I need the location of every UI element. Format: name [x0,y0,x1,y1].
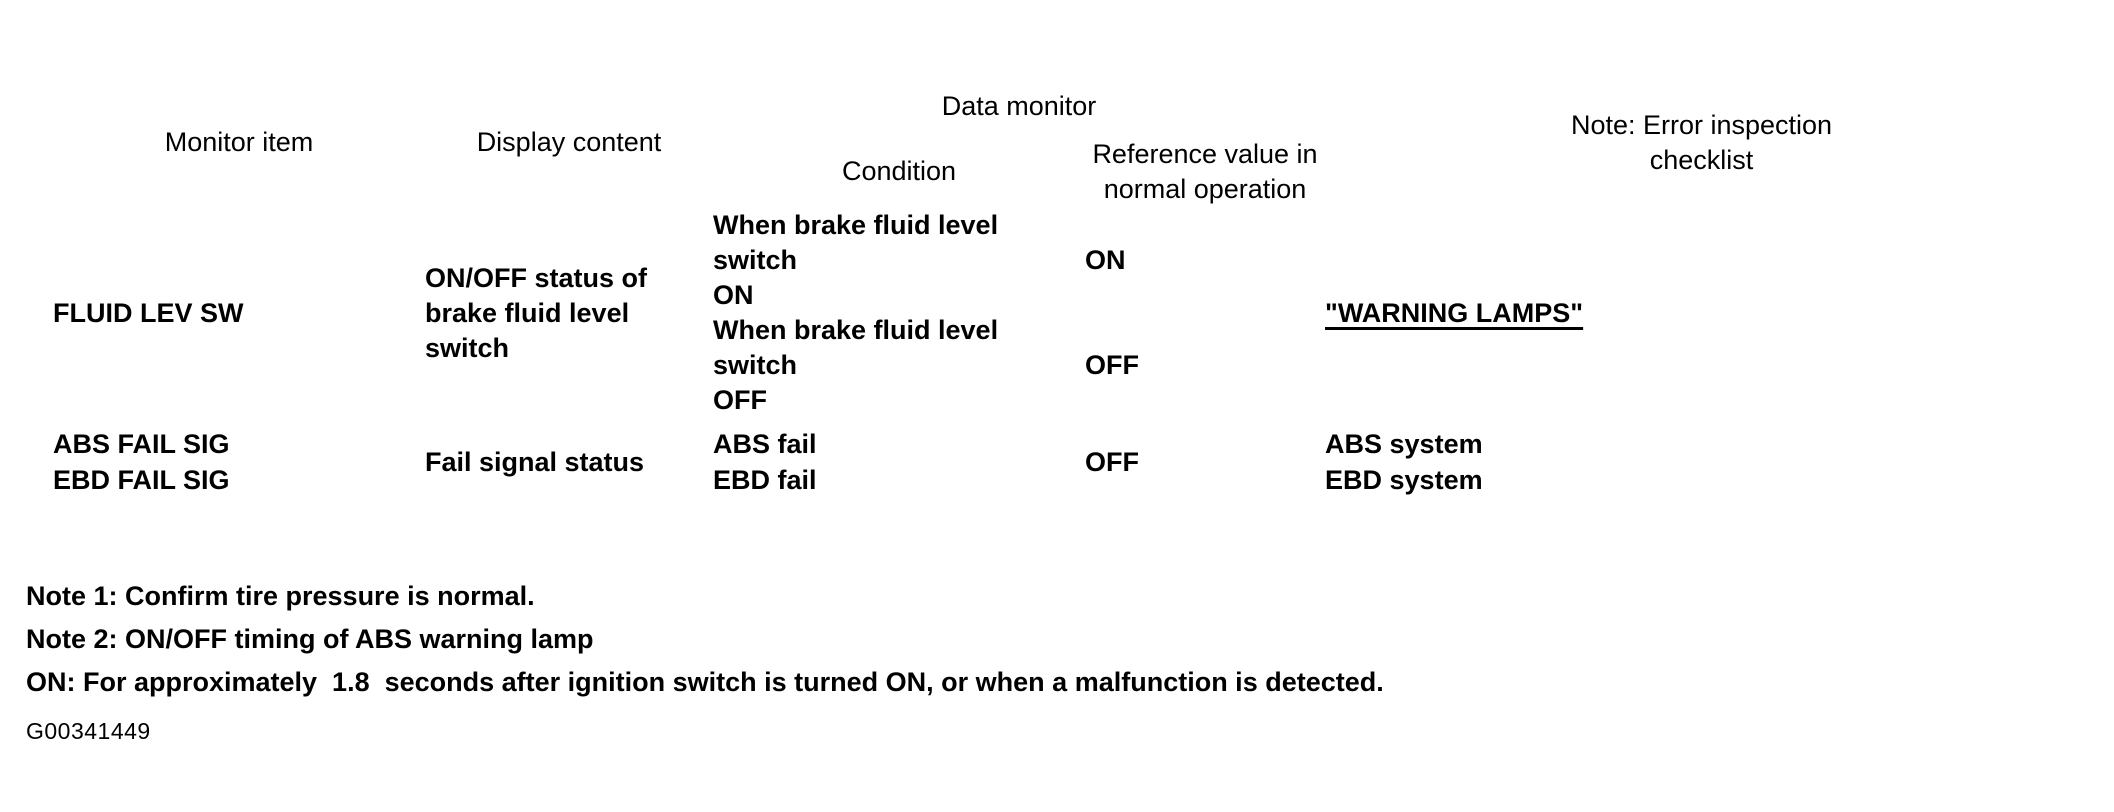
cell-condition: When brake fluid level switch OFF [713,315,999,416]
table-header-row-sub: Condition Reference value in normal oper… [53,136,2078,208]
cell-display-content: ON/OFF status of brake fluid level switc… [425,262,647,363]
header-reference-value: Reference value in normal operation [1092,138,1318,204]
data-monitor-table: Monitor item Display content Data monito… [53,78,2078,507]
header-data-monitor: Data monitor [941,91,1097,122]
header-monitor-item: Monitor item [164,127,314,158]
cell-condition: When brake fluid level switch ON [713,210,999,311]
cell-condition: ABS fail EBD fail [713,429,817,495]
footnote-2: Note 2: ON/OFF timing of ABS warning lam… [26,623,594,654]
header-condition: Condition [841,156,957,187]
data-monitor-table-container: Monitor item Display content Data monito… [53,78,2078,507]
figure-code: G00341449 [26,718,151,744]
cell-reference-value: OFF [1085,447,1139,478]
header-note-checklist: Note: Error inspection checklist [1570,109,1833,175]
cell-monitor-item: ABS FAIL SIG EBD FAIL SIG [53,429,230,495]
warning-lamps-reference-link[interactable]: "WARNING LAMPS" [1325,297,1584,328]
cell-display-content: Fail signal status [425,447,645,478]
footnote-3: ON: For approximately 1.8 seconds after … [26,666,1384,697]
table-row: ABS FAIL SIG EBD FAIL SIG Fail signal st… [53,419,2078,507]
table-row: FLUID LEV SW ON/OFF status of brake flui… [53,208,2078,363]
cell-reference-value: ON [1085,245,1126,276]
table-header-row-group: Monitor item Display content Data monito… [53,78,2078,175]
cell-reference-value: OFF [1085,350,1139,381]
footnote-1: Note 1: Confirm tire pressure is normal. [26,581,535,611]
header-display-content: Display content [476,127,662,158]
cell-note-checklist: "WARNING LAMPS" [1325,208,2078,419]
table-footnotes: Note 1: Confirm tire pressure is normal.… [26,580,2086,709]
cell-monitor-item: FLUID LEV SW [53,297,244,328]
table-row: When brake fluid level switch OFF OFF [53,313,2078,418]
cell-note-checklist: ABS system EBD system [1325,429,1483,495]
